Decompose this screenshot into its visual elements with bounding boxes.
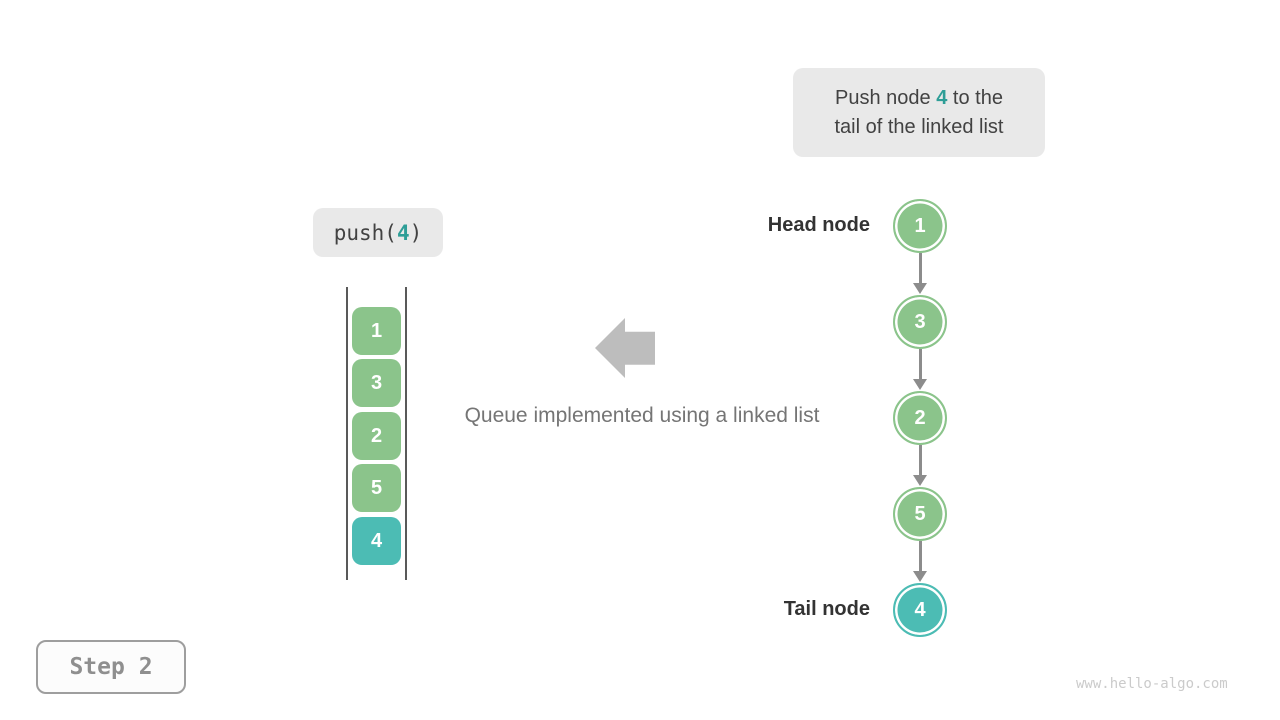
push-call-post: ): [409, 220, 423, 245]
list-node: 1: [893, 199, 947, 253]
queue-wall-right: [405, 287, 407, 580]
list-node: 4: [893, 583, 947, 637]
arrow-head: [913, 379, 927, 390]
arrow-head: [913, 571, 927, 582]
head-node-label: Head node: [767, 214, 870, 236]
callout-text-pre: Push node: [835, 86, 937, 109]
node-link-arrow-icon: [913, 445, 927, 486]
arrow-shaft: [918, 349, 922, 379]
list-node: 5: [893, 487, 947, 541]
site-watermark: www.hello-algo.com: [1076, 676, 1228, 692]
list-node: 2: [893, 391, 947, 445]
tail-node-label: Tail node: [783, 598, 870, 620]
push-call-label: push(4): [313, 208, 443, 257]
arrow-shaft: [918, 445, 922, 475]
push-call-pre: push(: [333, 220, 397, 245]
push-call-arg: 4: [396, 220, 410, 245]
diagram-caption: Queue implemented using a linked list: [464, 404, 820, 427]
node-link-arrow-icon: [913, 349, 927, 390]
callout-text-mid: to the: [947, 86, 1003, 109]
arrow-left-icon: [595, 318, 655, 378]
arrow-shaft: [918, 253, 922, 283]
arrow-head: [913, 283, 927, 294]
queue-wall-left: [346, 287, 348, 580]
arrow-head: [913, 475, 927, 486]
callout-text-line2: tail of the linked list: [834, 115, 1004, 138]
queue-item: 4: [352, 517, 401, 565]
step-badge: Step 2: [36, 640, 186, 694]
arrow-shaft: [918, 541, 922, 571]
push-callout: Push node 4 to the tail of the linked li…: [793, 68, 1045, 157]
push-callout-text: Push node 4 to the tail of the linked li…: [835, 84, 1004, 142]
node-link-arrow-icon: [913, 253, 927, 294]
callout-highlight-value: 4: [936, 86, 948, 109]
list-node: 3: [893, 295, 947, 349]
node-link-arrow-icon: [913, 541, 927, 582]
queue-item: 3: [352, 359, 401, 407]
queue-item: 1: [352, 307, 401, 355]
queue-item: 5: [352, 464, 401, 512]
queue-item: 2: [352, 412, 401, 460]
